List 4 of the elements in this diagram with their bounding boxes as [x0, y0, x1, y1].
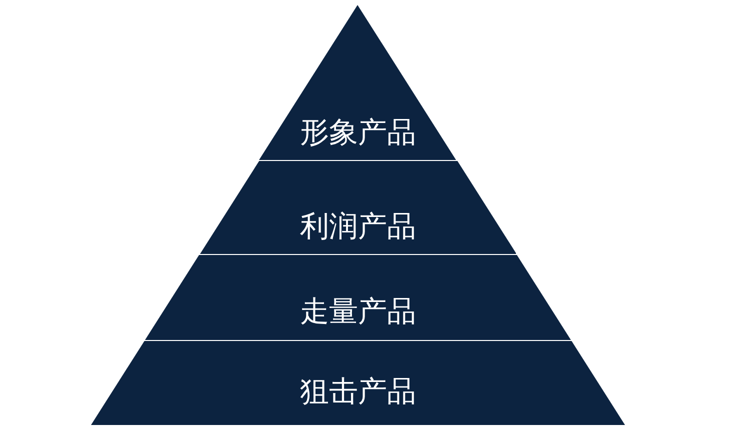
tier-label: 狙击产品	[300, 374, 416, 408]
tier-label: 走量产品	[300, 294, 416, 328]
tier-label: 利润产品	[300, 208, 416, 244]
tier-label: 形象产品	[300, 114, 416, 150]
